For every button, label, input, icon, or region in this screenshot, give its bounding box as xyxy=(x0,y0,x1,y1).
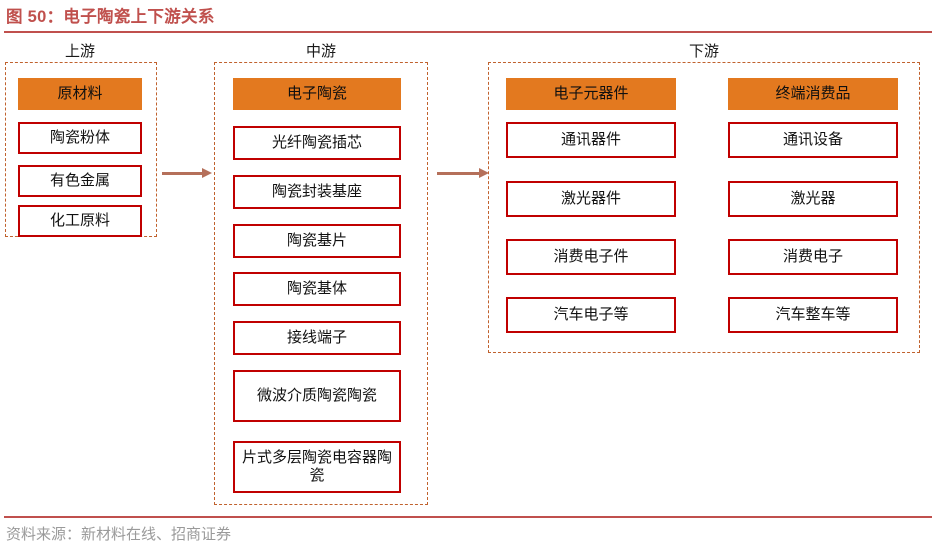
item-box-mlcc-ceramic[interactable]: 片式多层陶瓷电容器陶瓷 xyxy=(233,441,401,493)
header-box-electronic-components[interactable]: 电子元器件 xyxy=(506,78,676,110)
item-box-ceramic-substrate-sheet[interactable]: 陶瓷基片 xyxy=(233,224,401,258)
section-frame-midstream xyxy=(214,62,428,505)
item-box-laser-components[interactable]: 激光器件 xyxy=(506,181,676,217)
title-divider xyxy=(4,31,932,33)
item-box-communication-equipment[interactable]: 通讯设备 xyxy=(728,122,898,158)
section-frame-downstream xyxy=(488,62,920,353)
arrow-head xyxy=(202,168,212,178)
header-box-electronic-ceramics[interactable]: 电子陶瓷 xyxy=(233,78,401,110)
item-box-consumer-electronics[interactable]: 消费电子 xyxy=(728,239,898,275)
arrow-midstream-downstream xyxy=(437,168,489,179)
item-box-ceramic-package-base[interactable]: 陶瓷封装基座 xyxy=(233,175,401,209)
figure-title: 图 50：电子陶瓷上下游关系 xyxy=(6,8,215,26)
item-box-nonferrous-metal[interactable]: 有色金属 xyxy=(18,165,142,197)
section-label-upstream: 上游 xyxy=(64,44,95,60)
item-box-ceramic-matrix[interactable]: 陶瓷基体 xyxy=(233,272,401,306)
item-box-chemical-materials[interactable]: 化工原料 xyxy=(18,205,142,237)
header-box-end-consumer-products[interactable]: 终端消费品 xyxy=(728,78,898,110)
header-box-raw-materials[interactable]: 原材料 xyxy=(18,78,142,110)
item-box-laser[interactable]: 激光器 xyxy=(728,181,898,217)
arrow-upstream-midstream xyxy=(162,168,212,179)
section-label-midstream: 中游 xyxy=(305,44,336,60)
item-box-consumer-electronics-components[interactable]: 消费电子件 xyxy=(506,239,676,275)
arrow-shaft xyxy=(437,172,479,175)
item-box-wiring-terminal[interactable]: 接线端子 xyxy=(233,321,401,355)
arrow-shaft xyxy=(162,172,202,175)
section-label-downstream: 下游 xyxy=(688,44,719,60)
item-box-communication-components[interactable]: 通讯器件 xyxy=(506,122,676,158)
item-box-microwave-dielectric-ceramic[interactable]: 微波介质陶瓷陶瓷 xyxy=(233,370,401,422)
item-box-automotive-electronics[interactable]: 汽车电子等 xyxy=(506,297,676,333)
item-box-automotive-vehicles[interactable]: 汽车整车等 xyxy=(728,297,898,333)
arrow-head xyxy=(479,168,489,178)
source-note: 资料来源：新材料在线、招商证券 xyxy=(6,527,232,543)
footer-divider xyxy=(4,516,932,518)
item-box-fiber-ceramic-ferrule[interactable]: 光纤陶瓷插芯 xyxy=(233,126,401,160)
item-box-ceramic-powder[interactable]: 陶瓷粉体 xyxy=(18,122,142,154)
